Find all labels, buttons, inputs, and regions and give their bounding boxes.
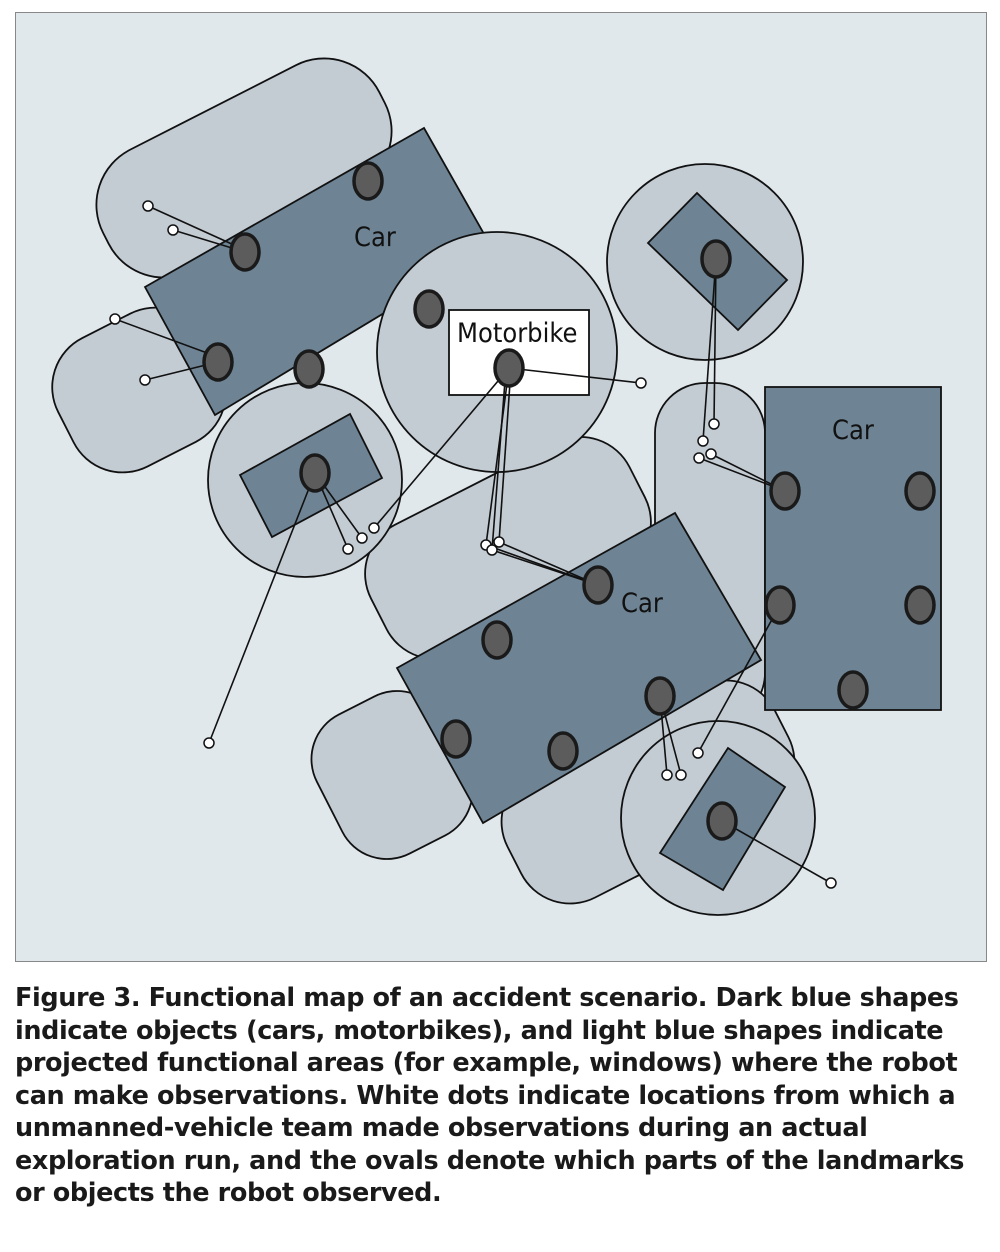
observed-part-oval: [837, 670, 869, 710]
car-label: Car: [832, 415, 874, 446]
observation-dot: [368, 522, 380, 534]
observed-part-oval: [202, 342, 234, 382]
observation-dot: [167, 224, 179, 236]
observation-dot: [697, 435, 709, 447]
observation-dot: [342, 543, 354, 555]
observation-dot: [675, 769, 687, 781]
observation-dot: [692, 747, 704, 759]
observation-lines: [114, 205, 832, 884]
observation-dot: [356, 532, 368, 544]
observed-part-oval: [547, 731, 579, 771]
observed-part-oval: [481, 620, 513, 660]
observed-part-oval: [352, 161, 384, 201]
observed-part-oval: [769, 471, 801, 511]
car-object: [395, 511, 763, 825]
observed-part-oval: [413, 289, 445, 329]
observed-part-oval: [493, 348, 525, 388]
observation-dot: [635, 377, 647, 389]
observed-part-oval: [440, 719, 472, 759]
observed-part-oval: [706, 801, 738, 841]
observed-part-oval: [904, 471, 936, 511]
motorbike-label: Motorbike: [457, 318, 577, 349]
observed-part-oval: [644, 676, 676, 716]
functional-map-diagram: Car Motorbike Car Car: [15, 12, 987, 962]
figure-caption: Figure 3. Functional map of an accident …: [15, 983, 965, 1208]
observation-dot: [825, 877, 837, 889]
observation-dot: [203, 737, 215, 749]
car-object: [764, 386, 942, 711]
observation-dot: [661, 769, 673, 781]
car-label: Car: [621, 588, 663, 619]
observed-part-oval: [582, 565, 614, 605]
observation-dot: [486, 544, 498, 556]
observation-dot: [708, 418, 720, 430]
observation-dot: [142, 200, 154, 212]
observation-dot: [693, 452, 705, 464]
observed-part-oval: [700, 239, 732, 279]
observation-dot: [109, 313, 121, 325]
observed-part-oval: [293, 349, 325, 389]
observation-dot: [705, 448, 717, 460]
observed-part-oval: [764, 585, 796, 625]
observation-dot: [139, 374, 151, 386]
observed-part-oval: [299, 453, 331, 493]
observation-dot: [493, 536, 505, 548]
observed-part-oval: [229, 232, 261, 272]
observed-part-oval: [904, 585, 936, 625]
car-label: Car: [354, 222, 396, 253]
